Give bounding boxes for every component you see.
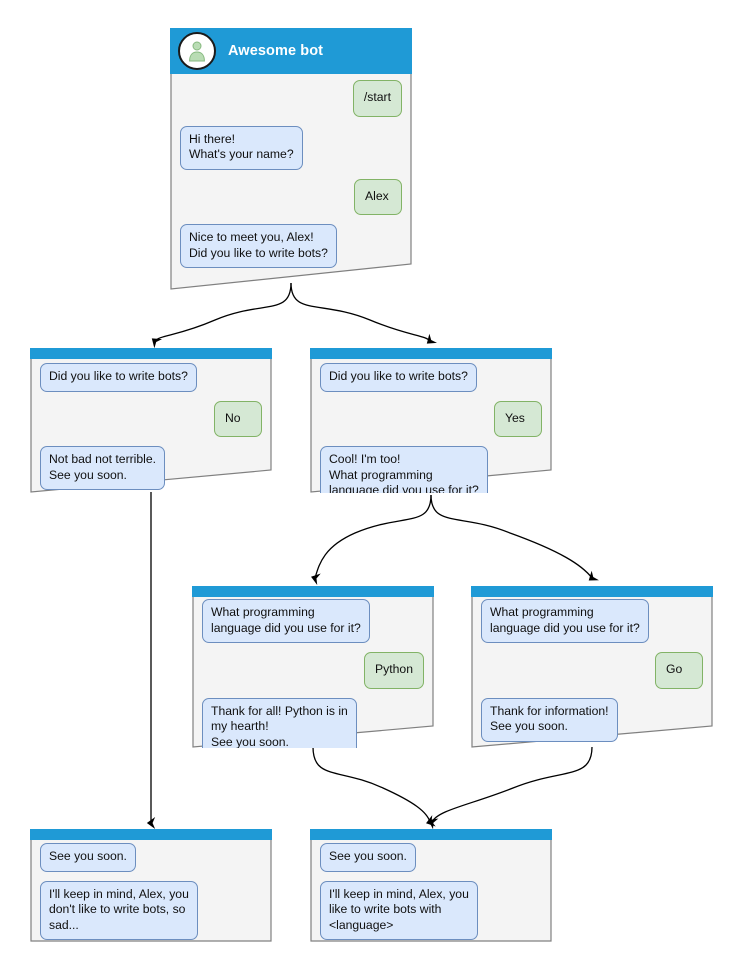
node-end-no-body: See you soon. I'll keep in mind, Alex, y… xyxy=(30,829,272,942)
message-row: Cool! I'm too! What programming language… xyxy=(320,446,542,493)
bot-bubble[interactable]: I'll keep in mind, Alex, you like to wri… xyxy=(320,880,478,940)
message-row: See you soon. xyxy=(320,843,542,872)
node-end-yes-body: See you soon. I'll keep in mind, Alex, y… xyxy=(310,829,552,942)
edge-root-to-yes xyxy=(290,282,438,344)
node-end-yes[interactable]: See you soon. I'll keep in mind, Alex, y… xyxy=(310,829,552,942)
person-icon xyxy=(178,32,216,70)
message-row: What programming language did you use fo… xyxy=(481,599,703,643)
message-row: Alex xyxy=(180,178,402,215)
message-row: Thank for information! See you soon. xyxy=(481,697,703,742)
bot-bubble[interactable]: Did you like to write bots? xyxy=(320,363,477,392)
message-row: See you soon. xyxy=(40,843,262,872)
message-row: I'll keep in mind, Alex, you like to wri… xyxy=(320,880,542,940)
node-no-branch-body: Did you like to write bots? No Not bad n… xyxy=(30,348,272,493)
person-glyph xyxy=(189,41,205,62)
node-root-titlebar: Awesome bot xyxy=(170,28,412,74)
node-python-branch[interactable]: What programming language did you use fo… xyxy=(192,586,434,748)
node-root-chat: /start Hi there! What's your name? Alex … xyxy=(170,80,412,277)
message-row: Python xyxy=(202,652,424,689)
message-row: I'll keep in mind, Alex, you don't like … xyxy=(40,880,262,940)
message-row: Did you like to write bots? xyxy=(320,363,542,392)
node-end-no-chat: See you soon. I'll keep in mind, Alex, y… xyxy=(30,843,272,942)
message-row: No xyxy=(40,400,262,437)
bot-bubble[interactable]: Nice to meet you, Alex! Did you like to … xyxy=(180,224,337,268)
bot-bubble[interactable]: See you soon. xyxy=(40,843,136,872)
bot-bubble[interactable]: Thank for information! See you soon. xyxy=(481,697,618,742)
message-row: Hi there! What's your name? xyxy=(180,125,402,170)
message-row: What programming language did you use fo… xyxy=(202,599,424,643)
edge-root-to-no xyxy=(151,282,292,349)
message-row: Go xyxy=(481,652,703,689)
user-bubble[interactable]: /start xyxy=(352,80,402,117)
node-no-branch-chat: Did you like to write bots? No Not bad n… xyxy=(30,363,272,493)
user-bubble[interactable]: Alex xyxy=(354,178,402,215)
message-row: Nice to meet you, Alex! Did you like to … xyxy=(180,224,402,268)
message-row: /start xyxy=(180,80,402,117)
message-row: Yes xyxy=(320,400,542,437)
edge-yes-to-go xyxy=(430,494,599,581)
bot-bubble[interactable]: I'll keep in mind, Alex, you don't like … xyxy=(40,880,198,940)
node-yes-branch[interactable]: Did you like to write bots? Yes Cool! I'… xyxy=(310,348,552,493)
message-row: Did you like to write bots? xyxy=(40,363,262,392)
node-python-branch-body: What programming language did you use fo… xyxy=(192,586,434,748)
node-end-no-titlebar xyxy=(30,829,272,840)
node-root-title: Awesome bot xyxy=(228,43,324,59)
node-python-branch-titlebar xyxy=(192,586,434,597)
node-end-yes-chat: See you soon. I'll keep in mind, Alex, y… xyxy=(310,843,552,942)
node-no-branch-titlebar xyxy=(30,348,272,359)
edge-go-to-end-yes xyxy=(428,746,593,830)
node-no-branch[interactable]: Did you like to write bots? No Not bad n… xyxy=(30,348,272,493)
bot-bubble[interactable]: Cool! I'm too! What programming language… xyxy=(320,446,488,493)
node-yes-branch-body: Did you like to write bots? Yes Cool! I'… xyxy=(310,348,552,493)
node-end-no[interactable]: See you soon. I'll keep in mind, Alex, y… xyxy=(30,829,272,942)
node-go-branch-titlebar xyxy=(471,586,713,597)
edge-python-to-end-yes xyxy=(312,746,436,827)
user-bubble[interactable]: Go xyxy=(655,652,703,689)
user-bubble[interactable]: Yes xyxy=(494,400,542,437)
node-yes-branch-titlebar xyxy=(310,348,552,359)
node-end-yes-titlebar xyxy=(310,829,552,840)
node-python-branch-chat: What programming language did you use fo… xyxy=(192,599,434,748)
bot-bubble[interactable]: What programming language did you use fo… xyxy=(202,599,370,643)
user-bubble[interactable]: Python xyxy=(364,652,424,689)
user-bubble[interactable]: No xyxy=(214,400,262,437)
bot-bubble[interactable]: Did you like to write bots? xyxy=(40,363,197,392)
bot-bubble[interactable]: What programming language did you use fo… xyxy=(481,599,649,643)
node-go-branch-chat: What programming language did you use fo… xyxy=(471,599,713,748)
edge-yes-to-python xyxy=(311,494,432,585)
bot-bubble[interactable]: Thank for all! Python is in my hearth! S… xyxy=(202,697,357,748)
bot-bubble[interactable]: Not bad not terrible. See you soon. xyxy=(40,446,166,490)
bot-bubble[interactable]: Hi there! What's your name? xyxy=(180,125,303,170)
bot-bubble[interactable]: See you soon. xyxy=(320,843,416,872)
message-row: Not bad not terrible. See you soon. xyxy=(40,446,262,490)
node-go-branch[interactable]: What programming language did you use fo… xyxy=(471,586,713,748)
node-root[interactable]: Awesome bot /start Hi there! What's your… xyxy=(170,28,412,290)
message-row: Thank for all! Python is in my hearth! S… xyxy=(202,697,424,748)
node-yes-branch-chat: Did you like to write bots? Yes Cool! I'… xyxy=(310,363,552,493)
node-go-branch-body: What programming language did you use fo… xyxy=(471,586,713,748)
node-root-body: Awesome bot /start Hi there! What's your… xyxy=(170,28,412,290)
